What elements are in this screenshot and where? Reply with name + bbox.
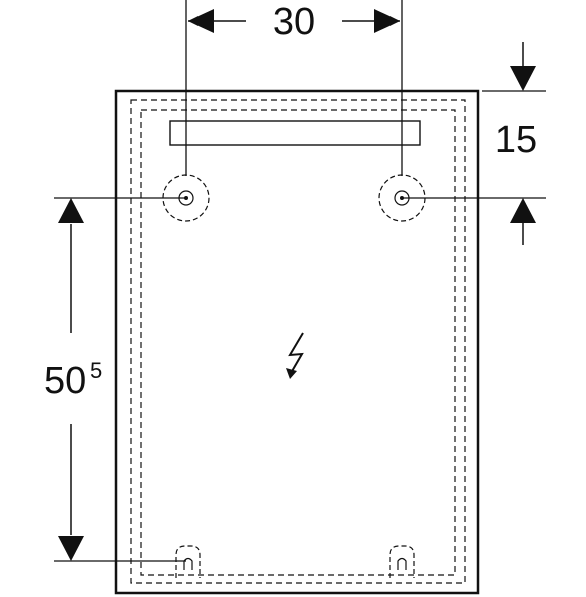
height-dimension-superscript: 5 (90, 358, 102, 383)
height-dimension: 50 5 (44, 197, 186, 562)
width-dimension: 30 (185, 0, 403, 176)
height-dimension-label: 50 (44, 360, 86, 402)
width-dimension-label: 30 (273, 1, 315, 43)
inner-dashed-outline-outer (130, 99, 466, 584)
top-offset-dimension-label: 15 (495, 119, 537, 161)
lightning-bolt-icon (286, 332, 304, 379)
inner-dashed-outline-inner (140, 109, 456, 576)
cabinet-outline (114, 89, 480, 595)
top-offset-dimension: 15 (402, 42, 546, 245)
bottom-bracket-left (175, 545, 201, 578)
light-bar (169, 120, 421, 146)
bottom-bracket-right (389, 545, 415, 578)
height-dimension-main: 50 (44, 360, 86, 402)
